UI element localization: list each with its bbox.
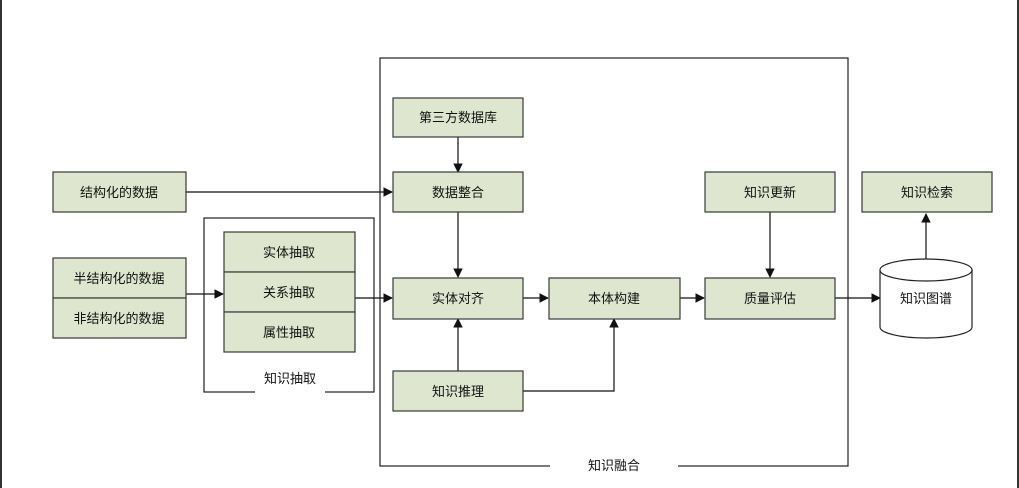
svg-text:结构化的数据: 结构化的数据 [80, 185, 158, 201]
svg-text:实体抽取: 实体抽取 [263, 246, 315, 261]
svg-text:实体对齐: 实体对齐 [432, 291, 484, 307]
node-third-party-db: 第三方数据库 [392, 97, 524, 138]
node-entity-extraction: 实体抽取 [223, 231, 356, 273]
node-semi-structured-data: 半结构化的数据 [52, 257, 187, 299]
svg-text:本体构建: 本体构建 [588, 292, 640, 307]
svg-text:数据整合: 数据整合 [432, 186, 484, 201]
svg-text:第三方数据库: 第三方数据库 [419, 110, 497, 126]
svg-text:质量评估: 质量评估 [744, 292, 796, 307]
node-data-integration: 数据整合 [392, 171, 524, 213]
node-knowledge-retrieval: 知识检索 [861, 171, 993, 213]
node-attribute-extraction: 属性抽取 [223, 311, 356, 353]
svg-text:知识图谱: 知识图谱 [900, 291, 952, 307]
knowledge-fusion-label: 知识融合 [588, 458, 640, 474]
window-left-border [0, 0, 2, 488]
node-relation-extraction: 关系抽取 [223, 271, 356, 313]
svg-text:半结构化的数据: 半结构化的数据 [73, 271, 164, 287]
svg-text:知识检索: 知识检索 [901, 185, 953, 201]
knowledge-extraction-label: 知识抽取 [264, 371, 316, 387]
node-knowledge-graph: 知识图谱 [879, 258, 973, 339]
node-quality-assessment: 质量评估 [704, 277, 836, 320]
fusion-label-gap [550, 459, 678, 473]
node-structured-data: 结构化的数据 [52, 171, 187, 213]
node-ontology-construction: 本体构建 [548, 277, 681, 320]
edge-reasoning-to-ontology [523, 318, 619, 392]
svg-text:知识推理: 知识推理 [432, 384, 484, 400]
svg-text:知识更新: 知识更新 [744, 185, 796, 201]
node-knowledge-reasoning: 知识推理 [392, 370, 524, 412]
node-knowledge-update: 知识更新 [704, 171, 836, 213]
node-entity-alignment: 实体对齐 [392, 277, 524, 320]
svg-text:属性抽取: 属性抽取 [263, 326, 315, 341]
extraction-label-gap [255, 385, 325, 399]
window-right-border [1017, 0, 1019, 488]
svg-text:非结构化的数据: 非结构化的数据 [73, 311, 164, 327]
node-unstructured-data: 非结构化的数据 [52, 297, 187, 339]
svg-text:关系抽取: 关系抽取 [263, 286, 315, 301]
